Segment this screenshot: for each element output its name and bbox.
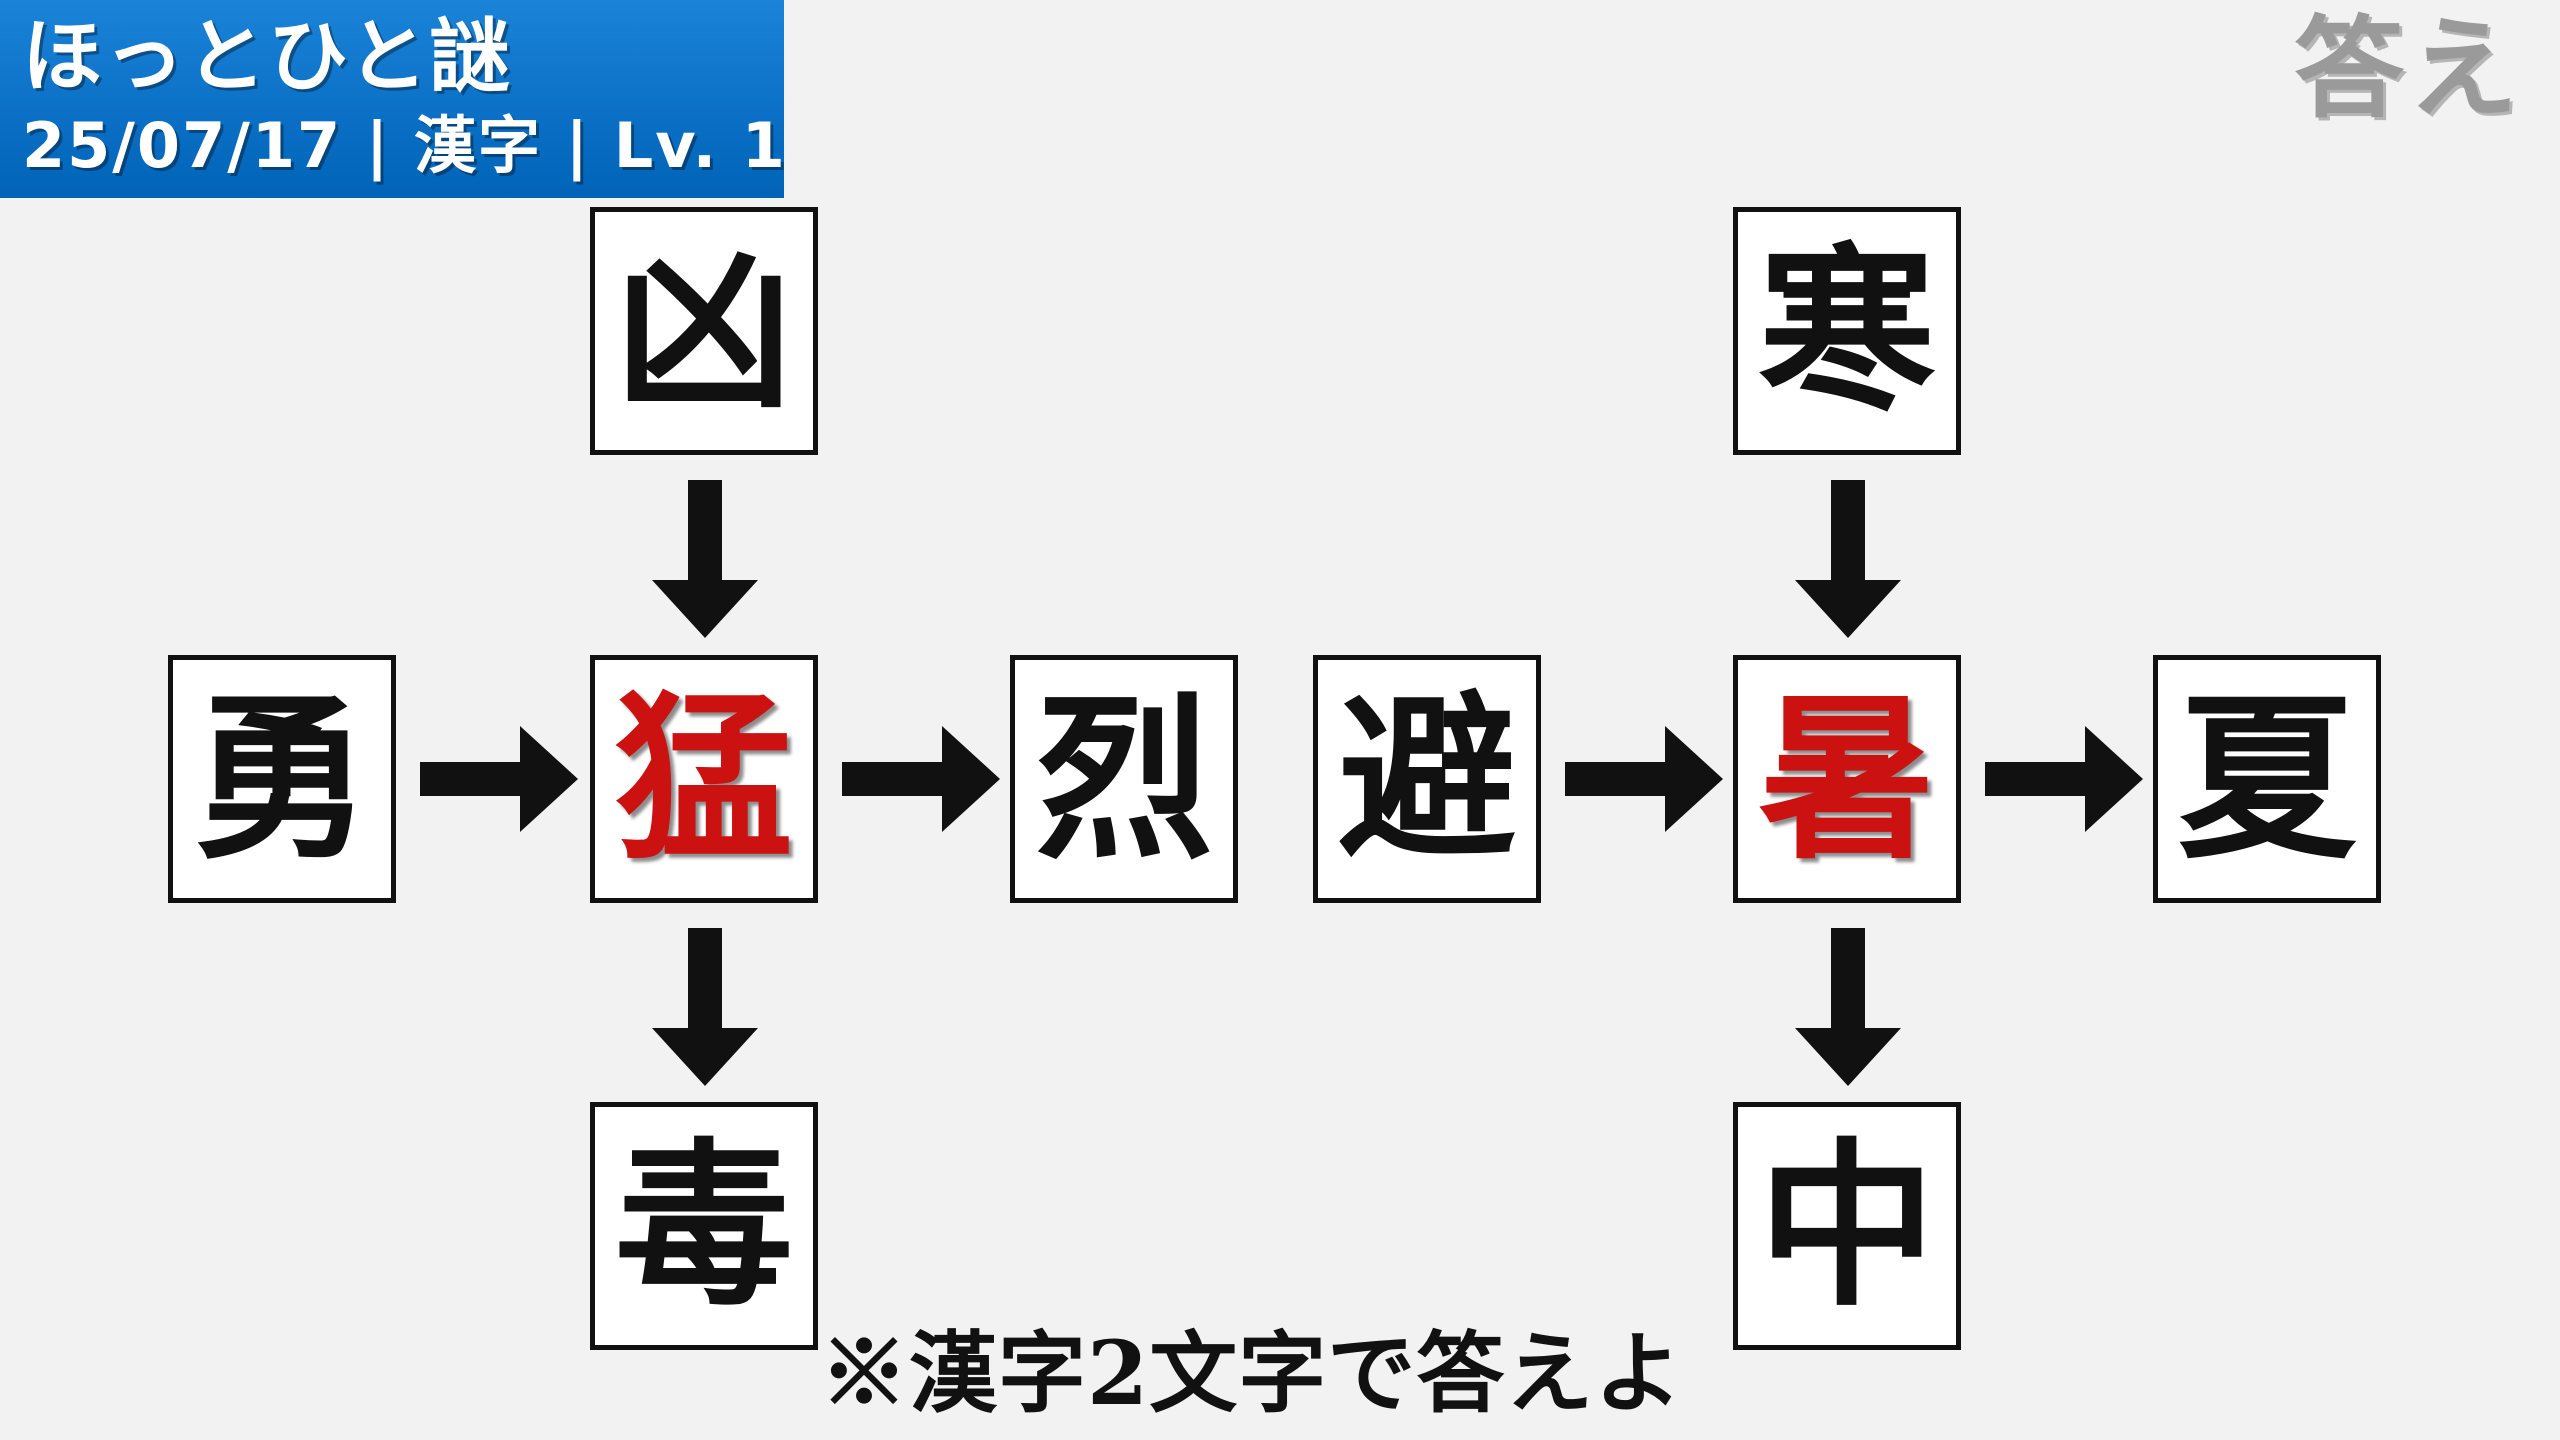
right-center-kanji-box: 暑 [1733,655,1961,903]
left-top-kanji-box: 凶 [590,207,818,455]
left-left-kanji-box: 勇 [168,655,396,903]
header-banner: ほっとひと謎 25/07/17 | 漢字 | Lv. 1 [0,0,787,198]
left-center-kanji-box: 猛 [590,655,818,903]
right-right-kanji-box: 夏 [2153,655,2381,903]
answer-label[interactable]: 答え [2294,5,2522,133]
arrow-down-icon [1795,480,1901,638]
instruction-note: ※漢字2文字で答えよ [820,1321,1684,1425]
arrow-right-icon [1565,726,1723,832]
left-right-kanji-box: 烈 [1010,655,1238,903]
right-bottom-kanji-box: 中 [1733,1102,1961,1350]
arrow-right-icon [842,726,1000,832]
arrow-down-icon [652,480,758,638]
header-subtitle: 25/07/17 | 漢字 | Lv. 1 [22,109,787,182]
right-top-kanji-box: 寒 [1733,207,1961,455]
arrow-down-icon [652,928,758,1086]
arrow-right-icon [420,726,578,832]
left-bottom-kanji-box: 毒 [590,1102,818,1350]
header-title: ほっとひと謎 [22,10,512,103]
arrow-down-icon [1795,928,1901,1086]
arrow-right-icon [1985,726,2143,832]
right-left-kanji-box: 避 [1313,655,1541,903]
